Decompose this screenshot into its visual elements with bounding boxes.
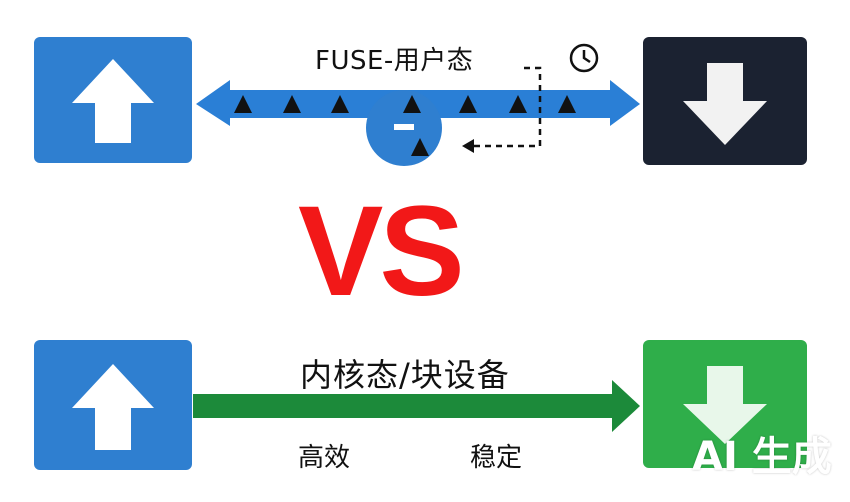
up-arrow-icon <box>72 59 154 143</box>
up-arrow-icon <box>72 364 154 450</box>
warning-icon <box>509 95 527 113</box>
vs-heading: VS <box>298 180 465 323</box>
warning-icon <box>331 95 349 113</box>
warning-icon <box>403 95 421 113</box>
kernel-block-device-label: 内核态/块设备 <box>300 356 510 394</box>
bottom-right-arrow <box>193 380 640 432</box>
stable-caption: 稳定 <box>470 443 523 473</box>
efficient-caption: 高效 <box>298 443 351 473</box>
warning-icon <box>411 138 429 156</box>
dashed-arrowhead <box>462 139 474 153</box>
clock-icon <box>569 43 599 73</box>
warning-icon <box>234 95 252 113</box>
warning-icon <box>283 95 301 113</box>
warning-icon <box>558 95 576 113</box>
down-arrow-icon <box>683 63 767 145</box>
top-upload-box <box>34 37 192 163</box>
top-download-box <box>643 37 807 165</box>
down-arrow-icon <box>683 366 767 444</box>
ai-generated-watermark: AI 生成 <box>692 434 832 480</box>
fuse-userspace-label: FUSE-用户态 <box>315 46 474 76</box>
minus-bar <box>394 124 414 130</box>
warning-icon <box>459 95 477 113</box>
bottom-download-box <box>643 340 807 468</box>
bottom-upload-box <box>34 340 192 470</box>
dashed-return-arrow-icon <box>470 66 542 148</box>
